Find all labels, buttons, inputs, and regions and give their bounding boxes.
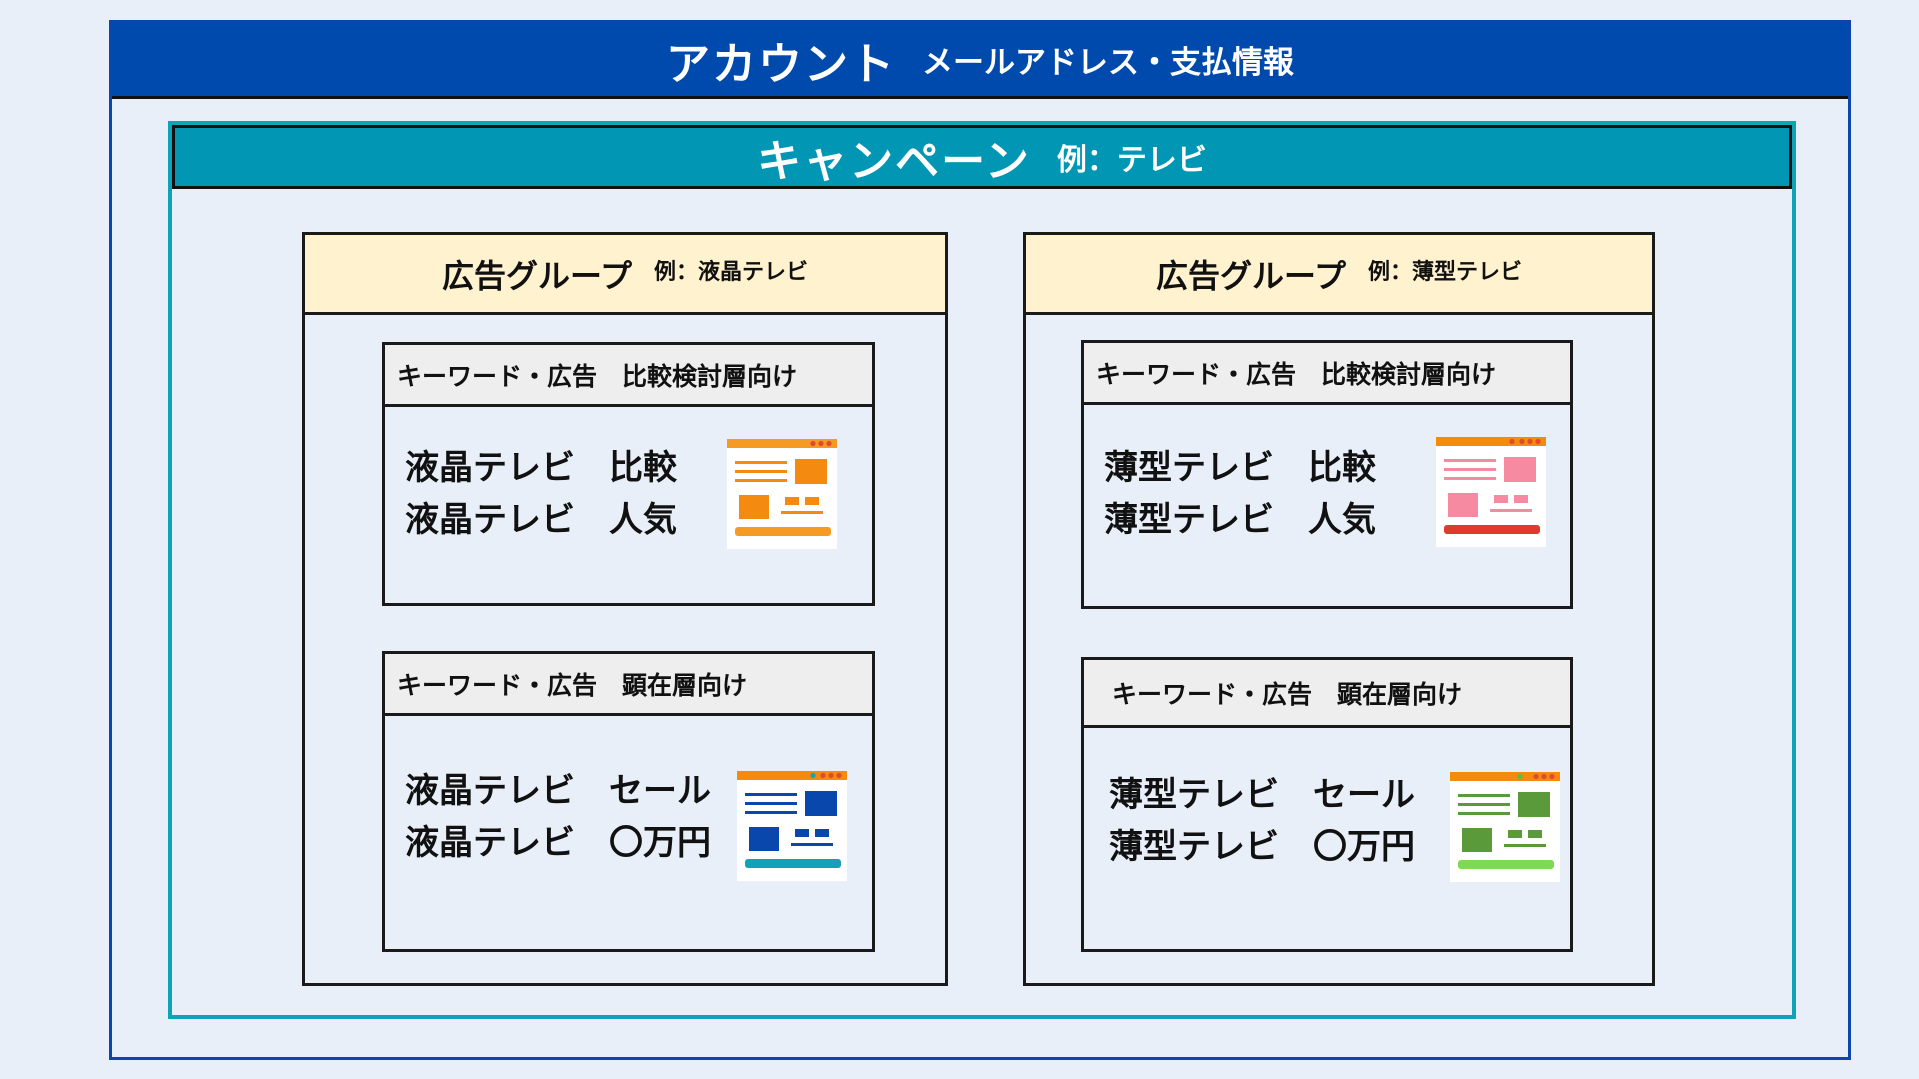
ad-group-1-header: 広告グループ 例：液晶テレビ	[305, 235, 945, 315]
keyword-line: 薄型テレビ 〇万円	[1109, 827, 1415, 867]
keyword-line: 液晶テレビ セール	[405, 771, 711, 811]
keyword-set-header: キーワード・広告 顕在層向け	[1084, 660, 1570, 728]
keyword-line: 液晶テレビ 人気	[405, 500, 677, 540]
account-header: アカウント メールアドレス・支払情報	[112, 23, 1848, 99]
webpage-icon-blue	[737, 771, 847, 881]
campaign-subtitle: 例：テレビ	[1056, 143, 1207, 178]
webpage-icon-green	[1450, 772, 1560, 882]
keyword-set-header: キーワード・広告 比較検討層向け	[1084, 343, 1570, 405]
keyword-line: 液晶テレビ 〇万円	[405, 823, 711, 863]
keyword-set-header: キーワード・広告 顕在層向け	[385, 654, 872, 716]
ad-group-1-subtitle: 例：液晶テレビ	[654, 259, 809, 285]
keyword-set-header: キーワード・広告 比較検討層向け	[385, 345, 872, 407]
keyword-set-2-1: キーワード・広告 比較検討層向け 薄型テレビ 比較 薄型テレビ 人気	[1081, 340, 1573, 609]
keyword-line: 薄型テレビ 人気	[1104, 500, 1376, 540]
keyword-line: 薄型テレビ 比較	[1104, 448, 1376, 488]
campaign-header: キャンペーン 例：テレビ	[172, 125, 1792, 189]
campaign-container: キャンペーン 例：テレビ	[168, 121, 1796, 1019]
keyword-set-2-2: キーワード・広告 顕在層向け 薄型テレビ セール 薄型テレビ 〇万円	[1081, 657, 1573, 952]
ad-group-2-header: 広告グループ 例：薄型テレビ	[1026, 235, 1652, 315]
keyword-line: 液晶テレビ 比較	[405, 448, 677, 488]
account-title: アカウント	[666, 38, 896, 90]
keyword-line: 薄型テレビ セール	[1109, 775, 1415, 815]
ad-group-1-title: 広告グループ	[441, 256, 633, 295]
campaign-title: キャンペーン	[757, 136, 1031, 187]
webpage-icon-pink	[1436, 437, 1546, 547]
ad-group-2-subtitle: 例：薄型テレビ	[1368, 259, 1523, 285]
keyword-set-1-1: キーワード・広告 比較検討層向け 液晶テレビ 比較 液晶テレビ 人気	[382, 342, 875, 606]
account-subtitle: メールアドレス・支払情報	[922, 45, 1294, 81]
ad-group-2-title: 広告グループ	[1155, 256, 1347, 295]
webpage-icon-orange	[727, 439, 837, 549]
keyword-set-1-2: キーワード・広告 顕在層向け 液晶テレビ セール 液晶テレビ 〇万円	[382, 651, 875, 952]
